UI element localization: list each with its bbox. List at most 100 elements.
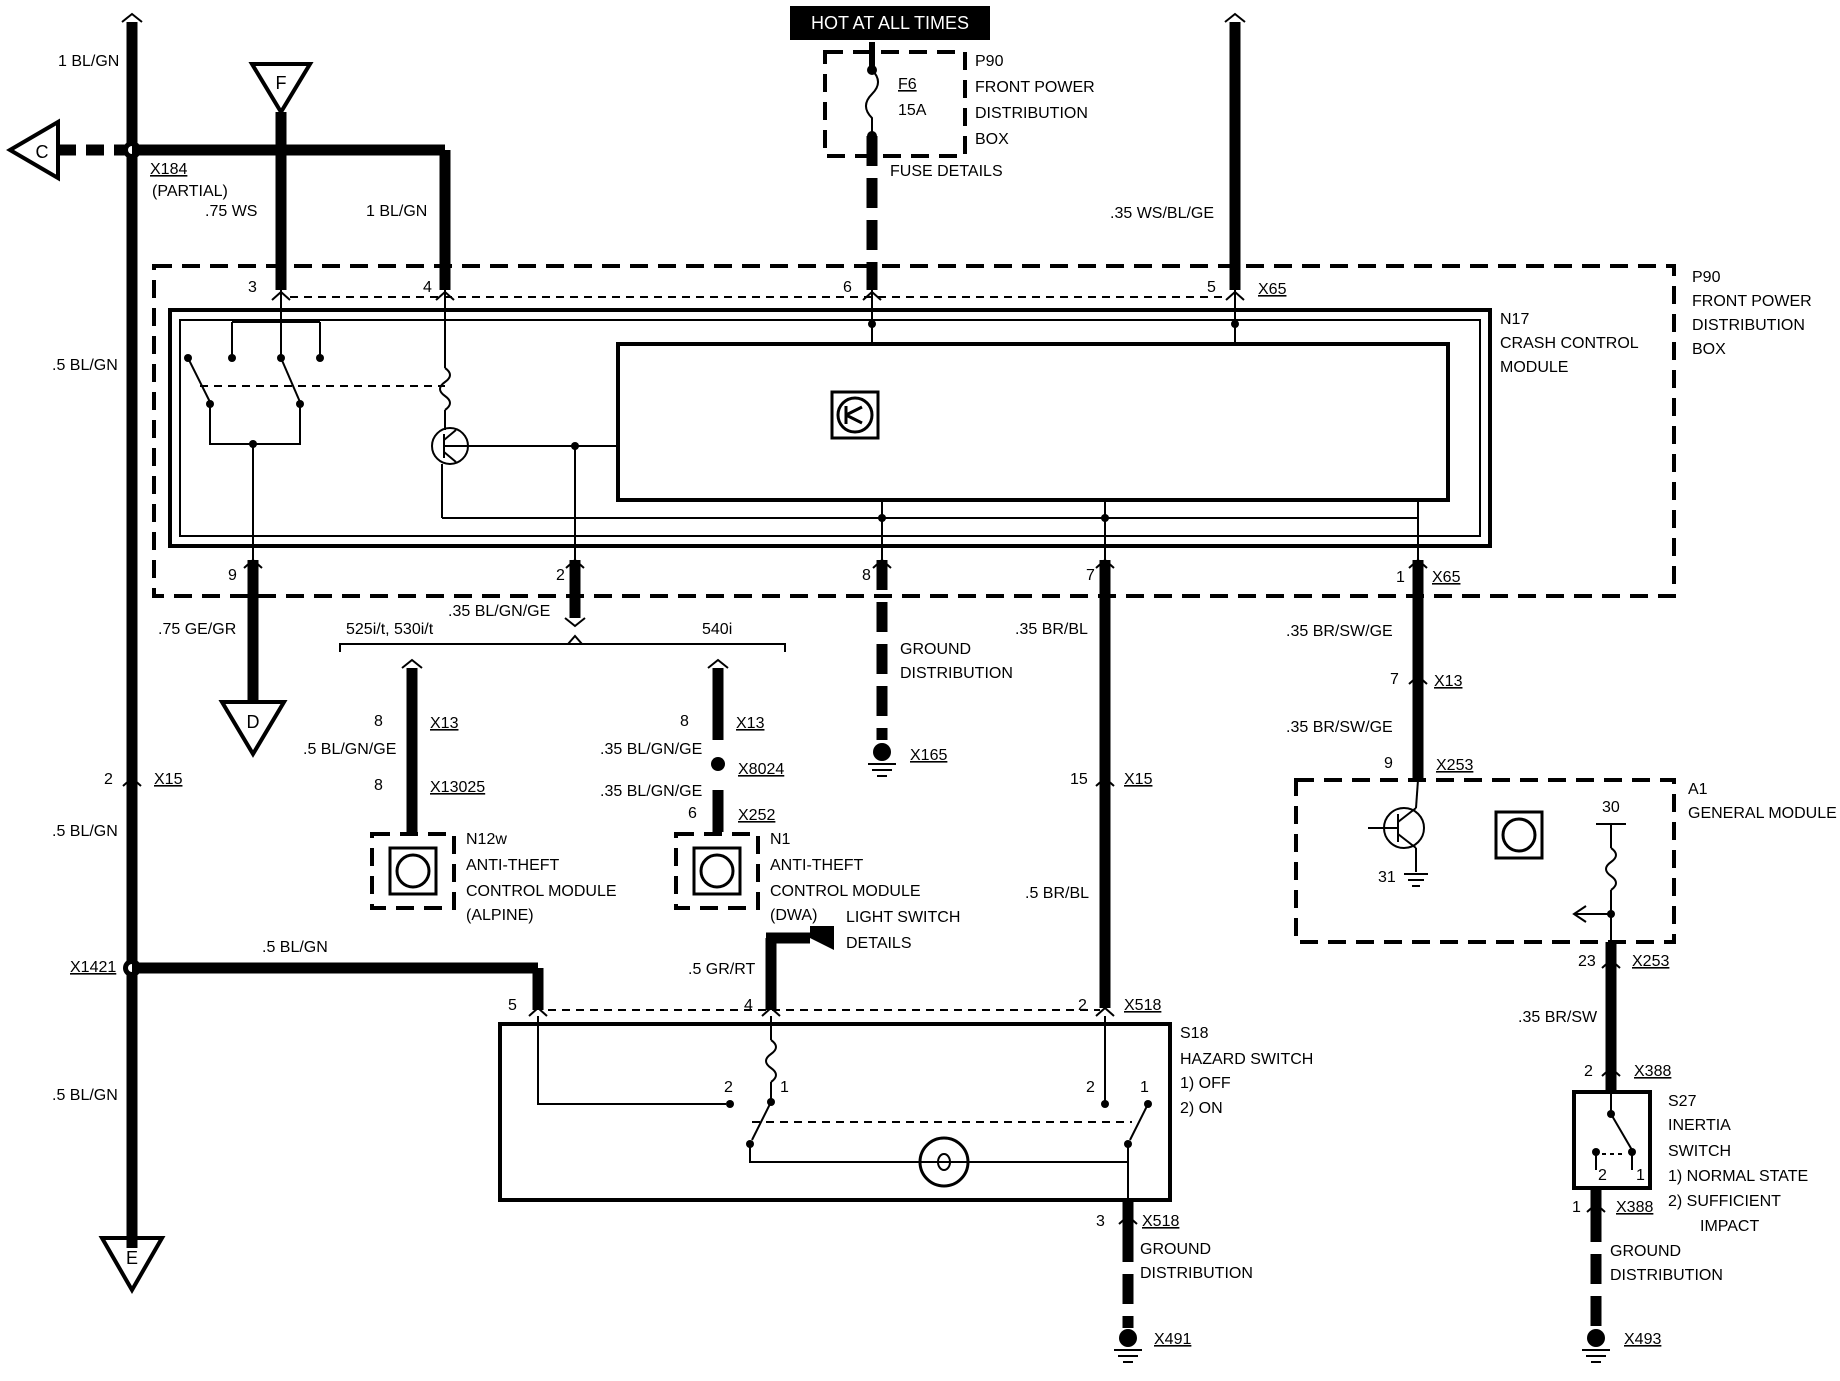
a1-id: A1 xyxy=(1688,781,1708,798)
pin-9: 9 xyxy=(228,567,237,584)
x184-partial: (PARTIAL) xyxy=(152,183,228,200)
pin-2: 2 xyxy=(556,567,565,584)
a1-line1: GENERAL MODULE xyxy=(1688,805,1837,822)
pin-s18-r1: 1 xyxy=(1140,1079,1149,1096)
pin-s27-2: 2 xyxy=(1598,1167,1607,1184)
x184-label: X184 xyxy=(150,161,187,178)
pin-5: 5 xyxy=(1207,279,1216,296)
pin-s18-l2: 2 xyxy=(724,1079,733,1096)
node-6 xyxy=(868,320,876,328)
connector-c-label: C xyxy=(36,142,49,162)
x252-label: X252 xyxy=(738,807,775,824)
wire-label-br-sw-ge-b: .35 BR/SW/GE xyxy=(1286,719,1393,736)
pin-x518-5: 5 xyxy=(508,997,517,1014)
x15-label-left: X15 xyxy=(154,771,183,788)
light-switch-line2: DETAILS xyxy=(846,935,912,952)
x518-3-mark xyxy=(1118,1214,1138,1225)
pin-x13-8b: 8 xyxy=(680,713,689,730)
s18-blade-left xyxy=(751,1101,772,1141)
s27-line2: SWITCH xyxy=(1668,1143,1731,1160)
ground-x165-symbol xyxy=(868,763,896,777)
wire-label-ge-gr: .75 GE/GR xyxy=(158,621,236,638)
n12w-line3: (ALPINE) xyxy=(466,907,534,924)
wire-label-br-bl-05: .5 BR/BL xyxy=(1025,885,1089,902)
n1-id: N1 xyxy=(770,831,791,848)
n17-inner xyxy=(179,319,1481,537)
wire-label-bl-gn-05-c: .5 BL/GN xyxy=(52,1087,118,1104)
x388-2-mark xyxy=(1601,1066,1621,1077)
n1-line3: (DWA) xyxy=(770,907,817,924)
x518-label-top: X518 xyxy=(1124,997,1161,1014)
n17-line1: CRASH CONTROL xyxy=(1500,335,1639,352)
x388-label-bottom: X388 xyxy=(1616,1199,1653,1216)
wire-break-n12w xyxy=(401,658,423,669)
p90-line1: FRONT POWER xyxy=(1692,293,1812,310)
n17-line2: MODULE xyxy=(1500,359,1568,376)
s18-contact-r2 xyxy=(1101,1100,1109,1108)
light-switch-line1: LIGHT SWITCH xyxy=(846,909,960,926)
a1-ground-symbol xyxy=(1404,873,1428,887)
ground-x491-icon xyxy=(1119,1329,1137,1347)
x65-bottom-label: X65 xyxy=(1432,569,1461,586)
a1-transistor-glyph xyxy=(1368,807,1417,849)
x15-15-mark xyxy=(1095,776,1115,787)
pin-x253-9: 9 xyxy=(1384,755,1393,772)
connector-e-label: E xyxy=(126,1248,138,1268)
connector-c xyxy=(6,118,60,182)
wire-label-bl-gn-1: 1 BL/GN xyxy=(58,53,119,70)
p90-id: P90 xyxy=(1692,269,1721,286)
s18-lamp-icon xyxy=(918,1136,970,1188)
wire-label-bl-gn-ge-c: .35 BL/GN/GE xyxy=(600,783,702,800)
s27-state-1: 1) NORMAL STATE xyxy=(1668,1168,1808,1185)
node-8 xyxy=(878,514,886,522)
connector-f-label: F xyxy=(276,73,287,93)
a1-collector xyxy=(1415,779,1419,809)
x13-label-a: X13 xyxy=(430,715,459,732)
s18-wire-5 xyxy=(537,1016,726,1105)
pin-a1-30: 30 xyxy=(1602,799,1620,816)
variant-1-label: 525i/t, 530i/t xyxy=(346,621,434,638)
variant-bracket-tip xyxy=(567,634,583,645)
wire-label-bl-gn-05-a: .5 BL/GN xyxy=(52,357,118,374)
fuse-symbol xyxy=(865,69,879,134)
x15-2-mark xyxy=(122,776,142,787)
x15-label-right: X15 xyxy=(1124,771,1153,788)
ground-dist-s18-2: DISTRIBUTION xyxy=(1140,1265,1253,1282)
relay-coil xyxy=(439,367,451,411)
p90-top-line2: DISTRIBUTION xyxy=(975,105,1088,122)
wire-label-br-sw: .35 BR/SW xyxy=(1518,1009,1598,1026)
n12w-module-icon xyxy=(388,846,438,896)
ground-dist-s27-2: DISTRIBUTION xyxy=(1610,1267,1723,1284)
s27-legs xyxy=(1595,1152,1633,1170)
wire-break-n1 xyxy=(707,658,729,669)
x13025-label: X13025 xyxy=(430,779,485,796)
wire-label-bl-gn-x1421: .5 BL/GN xyxy=(262,939,328,956)
wire-break-top-right xyxy=(1224,12,1246,23)
relay-blade-2 xyxy=(280,357,301,403)
x518-2-mark xyxy=(1095,1006,1115,1017)
pin-x518-2: 2 xyxy=(1078,997,1087,1014)
a1-module-icon-circle xyxy=(1501,817,1537,853)
wire-label-bl-gn-1b: 1 BL/GN xyxy=(366,203,427,220)
pin-s18-l1: 1 xyxy=(780,1079,789,1096)
x13-label-c: X13 xyxy=(1434,673,1463,690)
pin-8: 8 xyxy=(862,567,871,584)
pin-4: 4 xyxy=(423,279,432,296)
pin-x13-8a: 8 xyxy=(374,713,383,730)
electronic-module-icon-circle xyxy=(836,396,874,434)
pin-x518-4: 4 xyxy=(744,997,753,1014)
pin-s18-r2: 2 xyxy=(1086,1079,1095,1096)
x165-label: X165 xyxy=(910,747,947,764)
connector-e xyxy=(98,1236,166,1295)
pin-6: 6 xyxy=(843,279,852,296)
x13-label-b: X13 xyxy=(736,715,765,732)
ground-dist-s27-1: GROUND xyxy=(1610,1243,1681,1260)
s18-state-1: 1) OFF xyxy=(1180,1075,1231,1092)
s18-title: HAZARD SWITCH xyxy=(1180,1051,1313,1068)
s18-lamp-filament xyxy=(937,1153,951,1171)
x253-23-mark xyxy=(1601,958,1621,969)
x491-label: X491 xyxy=(1154,1331,1191,1348)
ground-dist-label1: GROUND xyxy=(900,641,971,658)
pin-s27-1: 1 xyxy=(1636,1167,1645,1184)
pin-x518-3: 3 xyxy=(1096,1213,1105,1230)
